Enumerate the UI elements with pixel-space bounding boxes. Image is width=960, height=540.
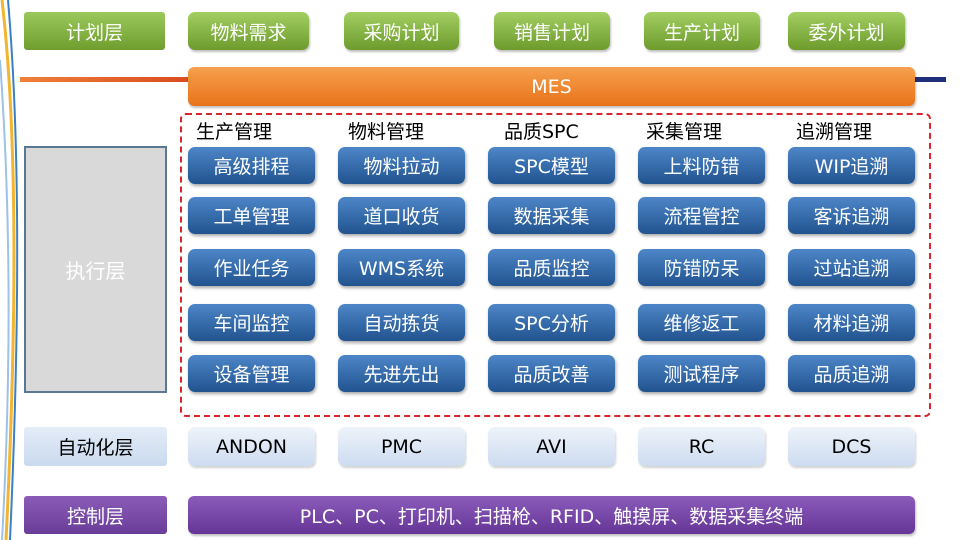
module-button[interactable]: 过站追溯 — [788, 249, 915, 286]
module-button[interactable]: SPC分析 — [488, 304, 615, 341]
module-button[interactable]: WIP追溯 — [788, 147, 915, 184]
execution-layer-label: 执行层 — [24, 146, 167, 393]
module-button[interactable]: 客诉追溯 — [788, 197, 915, 234]
column-header-production: 生产管理 — [196, 120, 273, 143]
module-button[interactable]: 高级排程 — [188, 147, 315, 184]
module-button[interactable]: 测试程序 — [638, 355, 765, 392]
decorative-swoosh — [0, 0, 19, 540]
control-layer-label: 控制层 — [24, 496, 167, 534]
column-header-material: 物料管理 — [348, 120, 425, 143]
module-button[interactable]: 道口收货 — [338, 197, 465, 234]
plan-item-production-plan[interactable]: 生产计划 — [644, 12, 760, 50]
separator-line-right — [912, 77, 946, 82]
module-button[interactable]: 品质追溯 — [788, 355, 915, 392]
column-header-collection: 采集管理 — [646, 120, 723, 143]
plan-item-material-demand[interactable]: 物料需求 — [188, 12, 309, 50]
module-button[interactable]: 设备管理 — [188, 355, 315, 392]
mes-bar[interactable]: MES — [188, 67, 915, 106]
module-button[interactable]: 品质监控 — [488, 249, 615, 286]
control-devices-bar[interactable]: PLC、PC、打印机、扫描枪、RFID、触摸屏、数据采集终端 — [188, 496, 915, 534]
plan-item-purchase-plan[interactable]: 采购计划 — [344, 12, 459, 50]
module-button[interactable]: 维修返工 — [638, 304, 765, 341]
separator-line-left — [20, 77, 192, 82]
automation-layer-label: 自动化层 — [24, 427, 167, 466]
module-button[interactable]: 品质改善 — [488, 355, 615, 392]
module-button[interactable]: 车间监控 — [188, 304, 315, 341]
execution-modules-frame — [180, 113, 931, 417]
module-button[interactable]: 数据采集 — [488, 197, 615, 234]
plan-item-outsourcing-plan[interactable]: 委外计划 — [788, 12, 905, 50]
automation-item-avi[interactable]: AVI — [488, 427, 615, 466]
column-header-traceability: 追溯管理 — [796, 120, 873, 143]
automation-item-pmc[interactable]: PMC — [338, 427, 465, 466]
automation-item-dcs[interactable]: DCS — [788, 427, 915, 466]
automation-item-andon[interactable]: ANDON — [188, 427, 315, 466]
column-header-quality-spc: 品质SPC — [504, 120, 579, 143]
module-button[interactable]: 作业任务 — [188, 249, 315, 286]
module-button[interactable]: 材料追溯 — [788, 304, 915, 341]
module-button[interactable]: 防错防呆 — [638, 249, 765, 286]
module-button[interactable]: 自动拣货 — [338, 304, 465, 341]
module-button[interactable]: WMS系统 — [338, 249, 465, 286]
plan-item-sales-plan[interactable]: 销售计划 — [494, 12, 610, 50]
automation-item-rc[interactable]: RC — [638, 427, 765, 466]
module-button[interactable]: SPC模型 — [488, 147, 615, 184]
module-button[interactable]: 物料拉动 — [338, 147, 465, 184]
module-button[interactable]: 流程管控 — [638, 197, 765, 234]
module-button[interactable]: 上料防错 — [638, 147, 765, 184]
module-button[interactable]: 工单管理 — [188, 197, 315, 234]
plan-layer-label: 计划层 — [24, 12, 165, 50]
module-button[interactable]: 先进先出 — [338, 355, 465, 392]
